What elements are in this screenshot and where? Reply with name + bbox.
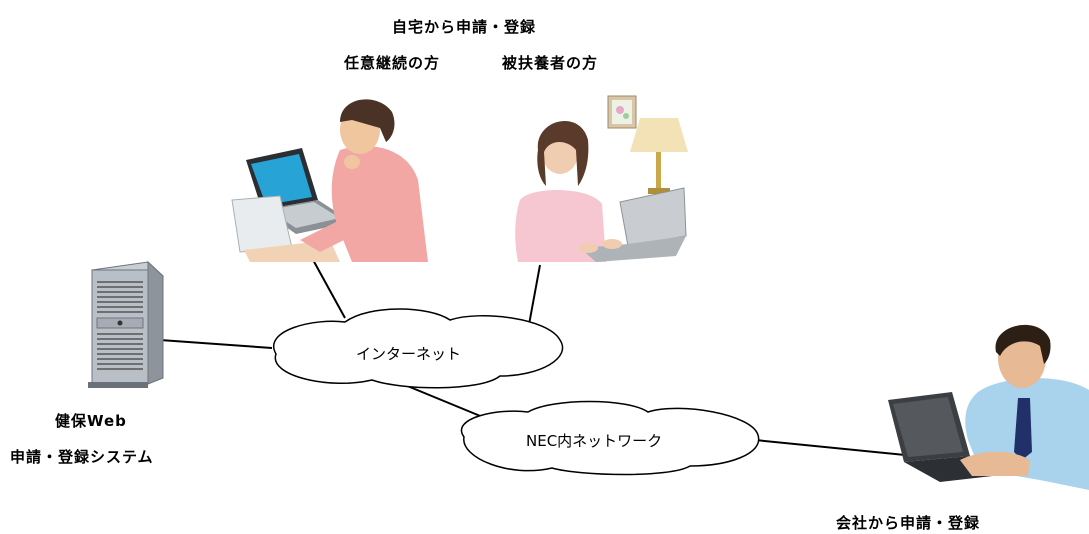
continuation-label: 任意継続の方 xyxy=(344,54,441,72)
link-man-internet xyxy=(311,257,346,319)
woman-with-laptop-icon xyxy=(515,95,688,262)
man-with-laptop-icon xyxy=(231,99,428,262)
office-worker-icon xyxy=(888,324,1089,490)
nec-network-cloud xyxy=(460,400,760,476)
internet-cloud xyxy=(273,308,564,389)
link-internet-nec xyxy=(404,384,491,421)
office-label: 会社から申請・登録 xyxy=(836,514,981,532)
internet-label: インターネット xyxy=(356,345,462,363)
system-label-line2: 申請・登録システム xyxy=(10,448,154,466)
nec-network-label: NEC内ネットワーク xyxy=(526,432,663,450)
link-woman-internet xyxy=(527,264,541,331)
link-server-internet xyxy=(159,339,273,349)
server-icon xyxy=(88,260,165,388)
system-label-line1: 健保Web xyxy=(55,412,127,430)
link-nec-office xyxy=(754,439,906,456)
desk-lamp-icon xyxy=(630,118,688,194)
dependent-label: 被扶養者の方 xyxy=(502,54,599,72)
wall-picture-icon xyxy=(607,95,637,129)
home-title: 自宅から申請・登録 xyxy=(392,18,537,36)
